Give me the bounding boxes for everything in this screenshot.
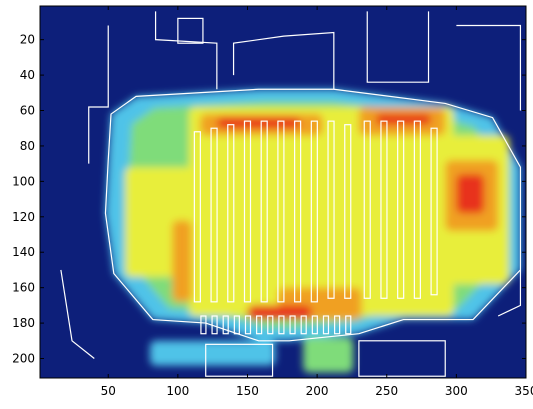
heat-region-peak bbox=[375, 114, 432, 125]
wall-left-bottom bbox=[60, 269, 95, 359]
aisle-shelf bbox=[344, 124, 352, 299]
checkout-counter bbox=[256, 315, 263, 335]
aisle-shelf bbox=[380, 120, 388, 299]
checkout-counter bbox=[200, 315, 207, 335]
aisle-shelf bbox=[243, 120, 252, 303]
heat-region-low-mid bbox=[303, 337, 354, 373]
y-tick-label: 60 bbox=[20, 104, 35, 118]
x-tick-label: 50 bbox=[101, 384, 116, 398]
heat-region-peak bbox=[456, 174, 485, 214]
y-tick-label: 160 bbox=[12, 281, 35, 295]
y-tick-label: 140 bbox=[12, 245, 35, 259]
aisle-shelf bbox=[327, 120, 335, 299]
y-tick-label: 20 bbox=[20, 33, 35, 47]
plot-frame bbox=[39, 5, 527, 379]
room-block bbox=[177, 17, 204, 44]
wall-right-top bbox=[456, 24, 522, 111]
aisle-shelf bbox=[193, 131, 201, 303]
room-bottom-right bbox=[358, 340, 446, 377]
aisle-shelf bbox=[363, 120, 371, 299]
aisle-shelf bbox=[413, 120, 421, 299]
x-tick-label: 150 bbox=[236, 384, 259, 398]
x-tick-label: 300 bbox=[445, 384, 468, 398]
heat-region-low bbox=[150, 340, 276, 366]
floorplan-overlay bbox=[60, 11, 522, 377]
aisle-shelf bbox=[397, 120, 405, 299]
x-tick-label: 200 bbox=[306, 384, 329, 398]
x-axis: 50 100 150 200 250 300 350 bbox=[101, 6, 533, 398]
checkout-counter bbox=[311, 315, 318, 335]
heat-region-mid bbox=[124, 167, 209, 278]
wall-top-right bbox=[366, 11, 430, 83]
checkout-counter bbox=[300, 315, 307, 335]
checkout-counter bbox=[211, 315, 218, 335]
checkout-counter bbox=[222, 315, 229, 335]
checkout-counter bbox=[244, 315, 252, 335]
y-tick-label: 40 bbox=[20, 68, 35, 82]
aisle-shelf bbox=[227, 124, 235, 303]
checkout-counter bbox=[267, 315, 274, 335]
aisle-shelf bbox=[310, 120, 318, 303]
checkout-counter bbox=[345, 315, 352, 335]
aisle-shelf bbox=[210, 127, 218, 303]
y-tick-label: 80 bbox=[20, 139, 35, 153]
heatmap-layer bbox=[105, 89, 521, 373]
y-tick-label: 120 bbox=[12, 210, 35, 224]
room-bottom-left bbox=[205, 343, 274, 377]
y-tick-label: 100 bbox=[12, 174, 35, 188]
checkout-counter bbox=[322, 315, 330, 335]
wall-right-bottom bbox=[497, 269, 522, 317]
checkout-counter bbox=[289, 315, 296, 335]
wall-left-top bbox=[88, 25, 109, 164]
aisle-shelf bbox=[294, 120, 302, 303]
heat-region-high bbox=[172, 220, 192, 302]
checkout-counter bbox=[233, 315, 240, 335]
heat-region-peak bbox=[216, 117, 301, 129]
heat-blobs bbox=[105, 89, 521, 373]
y-tick-label: 180 bbox=[12, 316, 35, 330]
aisle-shelf bbox=[260, 120, 268, 303]
checkout-counter bbox=[334, 315, 341, 335]
aisle-shelf bbox=[430, 127, 438, 296]
checkout-counter bbox=[278, 315, 285, 335]
x-tick-label: 100 bbox=[166, 384, 189, 398]
x-tick-label: 250 bbox=[375, 384, 398, 398]
x-tick-label: 350 bbox=[515, 384, 533, 398]
wall-top-center bbox=[232, 31, 335, 90]
y-axis: 20 40 60 80 100 120 140 160 180 200 bbox=[12, 33, 526, 366]
y-tick-label: 200 bbox=[12, 352, 35, 366]
wall-top-left bbox=[154, 11, 218, 90]
aisle-shelf bbox=[277, 120, 285, 303]
